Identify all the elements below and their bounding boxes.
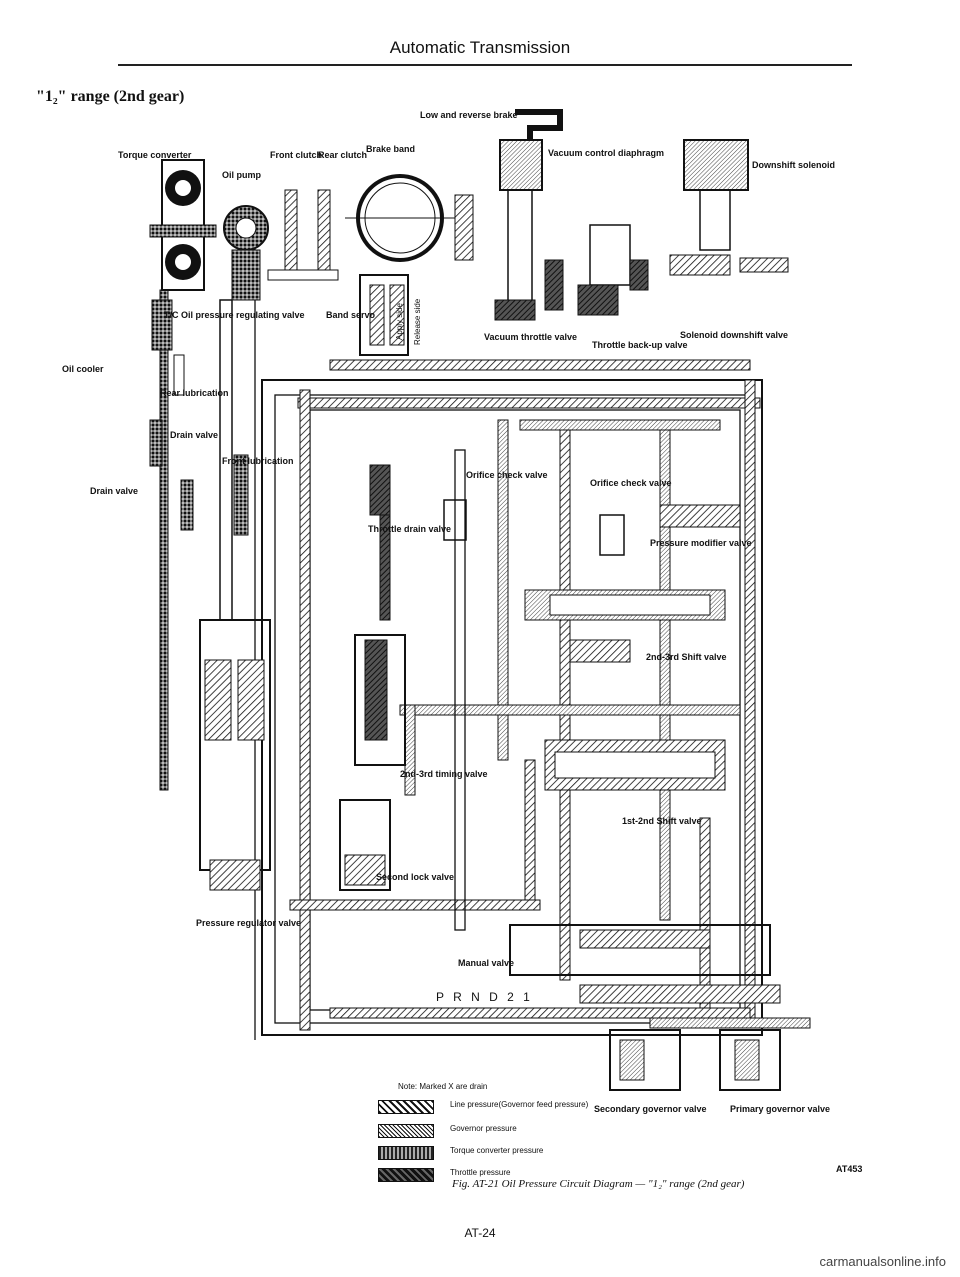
legend-swatch-torque: [378, 1146, 434, 1160]
label-primary-governor: Primary governor valve: [730, 1104, 830, 1114]
section-title: "1₂" range (2nd gear): [36, 88, 185, 105]
label-solenoid-downshift-valve: Solenoid downshift valve: [680, 330, 788, 340]
figure-code: AT453: [836, 1164, 863, 1174]
label-shift-23-valve: 2nd-3rd Shift valve: [646, 652, 727, 662]
label-throttle-drain-valve: Throttle drain valve: [368, 524, 451, 534]
label-drain-valve-2: Drain valve: [90, 486, 138, 496]
legend-swatch-governor: [378, 1124, 434, 1138]
label-drain-valve-1: Drain valve: [170, 430, 218, 440]
label-manual-valve: Manual valve: [458, 958, 514, 968]
label-vacuum-throttle-valve: Vacuum throttle valve: [484, 332, 577, 342]
vacuum-throttle-valve: [494, 109, 564, 321]
legend-item-throttle: Throttle pressure: [378, 1168, 698, 1182]
label-front-lubrication: Front lubrication: [222, 456, 294, 466]
label-orifice-check-valve-1: Orifice check valve: [466, 470, 548, 480]
page-number: AT-24: [464, 1226, 496, 1240]
page-header: Automatic Transmission: [389, 38, 571, 57]
label-apply-side: Apply side: [395, 303, 404, 340]
second-lock-valve: [339, 799, 391, 891]
label-shift-12-valve: 1st-2nd Shift valve: [622, 816, 702, 826]
label-vacuum-diaphragm: Vacuum control diaphragm: [548, 148, 664, 158]
label-brake-band: Brake band: [366, 144, 415, 154]
label-secondary-governor: Secondary governor valve: [594, 1104, 707, 1114]
throttle-drain-valve: [369, 464, 391, 516]
label-release-side: Release side: [413, 298, 422, 345]
shift-valve-12: [544, 739, 726, 791]
legend-label-torque: Torque converter pressure: [450, 1146, 544, 1155]
label-band-servo: Band servo: [326, 310, 376, 320]
watermark[interactable]: carmanualsonline.info: [819, 1254, 946, 1269]
header-rule: [118, 64, 852, 66]
pressure-regulator-valve: [199, 619, 271, 891]
manual-valve: [509, 924, 781, 1004]
oil-pump: [223, 205, 269, 301]
legend-item-governor: Governor pressure: [378, 1124, 698, 1138]
label-pressure-modifier-valve: Pressure modifier valve: [650, 538, 752, 548]
tc-regulating-valve: [151, 299, 185, 396]
legend-swatch-throttle: [378, 1168, 434, 1182]
label-oil-pump: Oil pump: [222, 170, 261, 180]
label-downshift-solenoid: Downshift solenoid: [752, 160, 835, 170]
label-low-reverse-brake: Low and reverse brake: [420, 110, 518, 120]
legend-label-line: Line pressure(Governor feed pressure): [450, 1100, 589, 1109]
label-second-lock-valve: Second lock valve: [376, 872, 454, 882]
torque-converter: [149, 159, 217, 291]
legend-note: Note: Marked X are drain: [398, 1082, 488, 1091]
band-servo: [359, 274, 409, 356]
throttle-backup-valve: [577, 224, 649, 316]
shift-valves-upper: [524, 504, 741, 663]
legend-label-governor: Governor pressure: [450, 1124, 517, 1133]
downshift-solenoid: [669, 139, 789, 276]
orifice-check-valves: [443, 499, 625, 556]
drain-valves: [149, 419, 249, 536]
label-rear-lubrication: Rear lubrication: [160, 388, 229, 398]
figure-caption: Fig. AT-21 Oil Pressure Circuit Diagram …: [452, 1178, 745, 1190]
clutches: [267, 174, 474, 281]
label-manual-positions: P R N D 2 1: [436, 990, 533, 1004]
label-torque-converter: Torque converter: [118, 150, 192, 160]
label-front-clutch: Front clutch: [270, 150, 322, 160]
label-throttle-backup-valve: Throttle back-up valve: [592, 340, 688, 350]
legend-label-throttle: Throttle pressure: [450, 1168, 511, 1177]
timing-valve: [354, 634, 406, 766]
label-tc-oil-valve: T/C Oil pressure regulating valve: [164, 310, 305, 320]
label-pressure-regulator-valve: Pressure regulator valve: [196, 918, 301, 928]
label-rear-clutch: Rear clutch: [318, 150, 367, 160]
legend-item-line: Line pressure(Governor feed pressure): [378, 1100, 698, 1114]
legend-item-torque: Torque converter pressure: [378, 1146, 698, 1160]
legend-swatch-line: [378, 1100, 434, 1114]
label-timing-23-valve: 2nd-3rd timing valve: [400, 769, 488, 779]
label-oil-cooler: Oil cooler: [62, 364, 104, 374]
governor-valves: [609, 1017, 811, 1091]
label-orifice-check-valve-2: Orifice check valve: [590, 478, 672, 488]
diagram-labels: Torque converter Oil pump Front clutch R…: [62, 110, 835, 1114]
